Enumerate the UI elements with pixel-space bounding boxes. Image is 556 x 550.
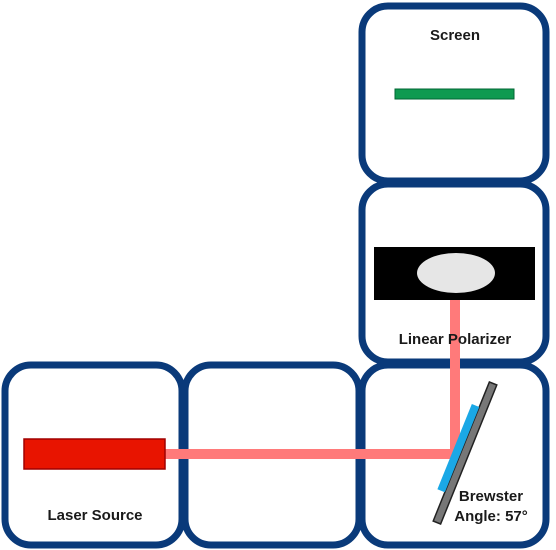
screen-bar — [394, 88, 515, 100]
brewster-coating — [437, 403, 480, 493]
brewster-plate-group — [432, 380, 498, 526]
laser-source-label: Laser Source — [47, 507, 142, 524]
brewster-label-line2: Angle: 57° — [454, 508, 528, 525]
polarizer-label: Linear Polarizer — [399, 331, 512, 348]
polarizer-lens — [417, 253, 495, 293]
laser-source-body — [23, 438, 166, 470]
brewster-label-line1: Brewster — [459, 488, 523, 505]
screen-label: Screen — [430, 27, 480, 44]
